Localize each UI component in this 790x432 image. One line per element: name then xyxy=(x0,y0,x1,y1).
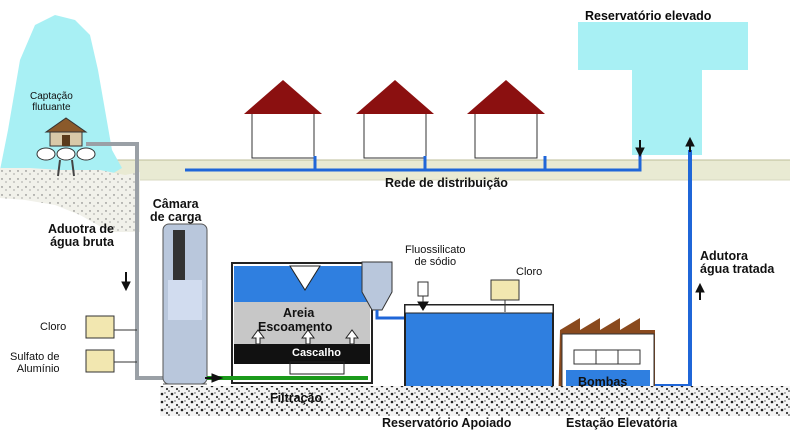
lake-mountain xyxy=(0,15,122,175)
chlorine-right-label: Cloro xyxy=(516,266,543,278)
filtration-label: Filtração xyxy=(270,391,323,405)
treated-water-pipe xyxy=(655,150,692,388)
flow-arrows xyxy=(121,136,705,383)
gravel-base xyxy=(160,386,790,416)
house-3 xyxy=(467,80,545,159)
aluminum-sulfate-label: Sulfato de Alumínio xyxy=(10,351,60,375)
chlorine-left-label: Cloro xyxy=(40,321,67,333)
filtered-water-pipe xyxy=(375,310,412,320)
raw-water-pipe xyxy=(86,142,168,380)
house-2 xyxy=(356,80,434,159)
drainage-label: Escoamento xyxy=(258,320,333,334)
load-chamber xyxy=(162,223,208,385)
pumping-station-label: Estação Elevatória xyxy=(566,416,678,430)
house-1 xyxy=(244,80,322,159)
elevated-reservoir-label: Reservatório elevado xyxy=(585,9,712,23)
distribution-network-label: Rede de distribuição xyxy=(385,176,508,190)
filter-unit xyxy=(231,262,373,384)
filter-up-arrows xyxy=(251,329,359,345)
chlorine-dosing-left xyxy=(85,315,137,339)
hillside xyxy=(0,168,140,232)
load-chamber-label: Câmara de carga xyxy=(150,197,202,225)
floating-intake xyxy=(36,117,96,177)
aluminum-sulfate-dosing xyxy=(85,349,137,373)
treated-water-main-label: Adutora água tratada xyxy=(700,249,775,277)
chlorine-dosing-right xyxy=(490,279,520,312)
gravel-label: Cascalho xyxy=(292,347,341,359)
floating-intake-label: Captação flutuante xyxy=(30,91,73,113)
raw-water-main-label: Aduotra de água bruta xyxy=(48,222,114,250)
funnel xyxy=(361,261,393,311)
supported-reservoir-label: Reservatório Apoiado xyxy=(382,416,512,430)
elevated-reservoir xyxy=(578,22,748,155)
fluosilicate-label: Fluossilicato de sódio xyxy=(405,244,466,268)
sand-label: Areia xyxy=(283,306,315,320)
pumps-label: Bombas xyxy=(578,375,628,389)
